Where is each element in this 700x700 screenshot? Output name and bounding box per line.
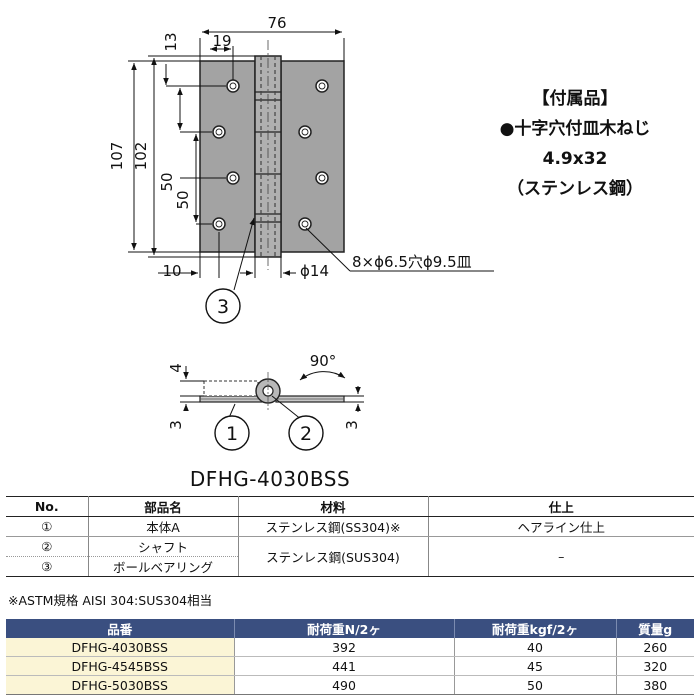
spec-load-kgf: 45 <box>453 656 616 676</box>
accessory-line-3: （ステンレス鋼） <box>507 179 643 199</box>
screw-hole <box>212 217 226 231</box>
parts-header-no: No. <box>6 496 89 517</box>
dim-thickness-3-right: 3 <box>343 420 361 430</box>
dim-angle-90: 90° <box>310 352 337 370</box>
dim-thickness-4: 4 <box>167 363 185 373</box>
spec-header-load-n: 耐荷重N/2ヶ <box>233 619 454 638</box>
parts-header-row: No. 部品名 材料 仕上 <box>6 496 694 517</box>
spec-model: DFHG-4030BSS <box>6 638 234 657</box>
spec-header-mass: 質量g <box>615 619 694 638</box>
spec-load-n: 441 <box>233 656 454 676</box>
dim-height-102: 102 <box>132 142 150 171</box>
spec-mass: 260 <box>615 638 694 657</box>
parts-row: ② シャフト ステンレス鋼(SUS304) – <box>6 536 694 577</box>
accessory-line-1: ●十字穴付皿木ねじ <box>499 119 651 139</box>
hinge-leaf-left <box>199 60 256 253</box>
part-no: ② <box>6 536 89 557</box>
screw-hole <box>298 217 312 231</box>
spec-load-n: 490 <box>233 675 454 695</box>
spec-load-kgf: 40 <box>453 638 616 657</box>
hinge-drawing: 76 19 13 107 102 50 50 10 ϕ14 8×ϕ6.5穴ϕ9.… <box>108 14 494 451</box>
spec-load-kgf: 50 <box>453 675 616 695</box>
spec-row: DFHG-5030BSS 490 50 380 <box>6 675 694 695</box>
spec-model: DFHG-5030BSS <box>6 675 234 695</box>
part-material: ステンレス鋼(SS304)※ <box>237 516 429 537</box>
part-name: シャフト <box>87 536 239 557</box>
part-name: 本体A <box>87 516 239 537</box>
spec-table: 品番 耐荷重N/2ヶ 耐荷重kgf/2ヶ 質量g DFHG-4030BSS 39… <box>6 619 694 695</box>
parts-header-finish: 仕上 <box>427 496 694 517</box>
model-title: DFHG-4030BSS <box>189 467 351 491</box>
spec-header-row: 品番 耐荷重N/2ヶ 耐荷重kgf/2ヶ 質量g <box>6 619 694 638</box>
callout-1-label: 1 <box>226 423 238 445</box>
part-finish: ヘアライン仕上 <box>427 516 694 537</box>
parts-row: ③ ボールベアリング <box>6 556 694 577</box>
part-material-shared: ステンレス鋼(SUS304) <box>237 536 429 577</box>
dim-19: 19 <box>212 32 231 50</box>
spec-mass: 380 <box>615 675 694 695</box>
screw-hole <box>298 125 312 139</box>
dim-width-76: 76 <box>267 14 286 32</box>
holes-note: 8×ϕ6.5穴ϕ9.5皿 <box>352 253 472 271</box>
screw-hole <box>212 125 226 139</box>
dim-phi14: ϕ14 <box>300 262 329 280</box>
screw-hole <box>226 171 240 185</box>
callout-3-circle <box>205 288 241 324</box>
spec-row: DFHG-4545BSS 441 45 320 <box>6 656 694 676</box>
callout-2-label: 2 <box>300 423 312 445</box>
parts-row: ① 本体A ステンレス鋼(SS304)※ ヘアライン仕上 <box>6 516 694 537</box>
callout-3-label: 3 <box>217 296 229 318</box>
part-name: ボールベアリング <box>87 556 238 577</box>
dim-13: 13 <box>162 32 180 51</box>
spec-mass: 320 <box>615 656 694 676</box>
callout-1-circle <box>214 415 250 451</box>
screw-hole <box>315 79 329 93</box>
dim-pitch-50-a: 50 <box>158 172 176 191</box>
dim-height-107: 107 <box>108 142 126 171</box>
dim-pitch-50-b: 50 <box>174 190 192 209</box>
parts-table: No. 部品名 材料 仕上 ① 本体A ステンレス鋼(SS304)※ ヘアライン… <box>6 496 694 577</box>
dim-thickness-3-left: 3 <box>167 420 185 430</box>
parts-header-material: 材料 <box>237 496 429 517</box>
material-footnote: ※ASTM規格 AISI 304:SUS304相当 <box>8 593 213 608</box>
screw-hole <box>226 79 240 93</box>
hinge-leaf-right <box>280 60 345 253</box>
screw-hole <box>315 171 329 185</box>
part-no: ① <box>6 516 89 537</box>
parts-header-name: 部品名 <box>87 496 239 517</box>
dim-10: 10 <box>162 262 181 280</box>
accessory-line-2: 4.9x32 <box>542 149 608 169</box>
spec-header-model: 品番 <box>6 619 234 638</box>
spec-row: DFHG-4030BSS 392 40 260 <box>6 638 694 657</box>
hinge-side-view <box>199 372 345 410</box>
callout-2-circle <box>288 415 324 451</box>
part-finish-shared: – <box>427 536 694 577</box>
spec-model: DFHG-4545BSS <box>6 656 234 676</box>
part-no: ③ <box>6 556 89 577</box>
spec-load-n: 392 <box>233 638 454 657</box>
accessory-title: 【付属品】 <box>532 89 618 109</box>
spec-header-load-kgf: 耐荷重kgf/2ヶ <box>453 619 616 638</box>
accessory-note: 【付属品】 ●十字穴付皿木ねじ 4.9x32 （ステンレス鋼） <box>460 84 690 204</box>
hinge-front-view <box>199 40 345 270</box>
